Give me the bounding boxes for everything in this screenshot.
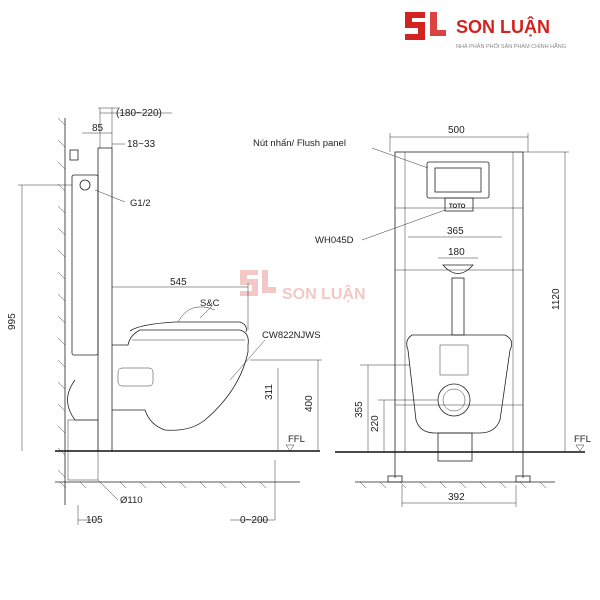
dim-frame-height: 1120 <box>551 288 562 310</box>
dim-total-depth: (180~220) <box>116 108 162 119</box>
label-bowl-model: CW822NJWS <box>262 330 321 341</box>
drain-pipe <box>67 379 98 421</box>
label-panel-model: WH045D <box>315 235 354 246</box>
label-floor-front: FFL <box>574 434 591 445</box>
logo-mark-l <box>430 12 446 36</box>
dim-seat-height: 311 <box>264 384 275 400</box>
dim-bowl-length: 545 <box>170 277 187 288</box>
dim-frame-width: 500 <box>448 125 465 136</box>
front-view: 500 TOTO Nút nhấn/ Flush panel WH045D 36… <box>253 125 591 507</box>
dim-inner-width: 365 <box>447 226 464 237</box>
dim-outlet-height: 355 <box>354 401 365 418</box>
label-pipe: Ø110 <box>120 495 143 506</box>
brand-tagline: NHÀ PHÂN PHỐI SẢN PHẨM CHÍNH HÃNG <box>456 43 566 50</box>
panel-brand: TOTO <box>449 204 466 210</box>
label-water-inlet: G1/2 <box>130 198 151 209</box>
bowl-outlet <box>117 367 154 387</box>
bowl-front <box>406 334 513 434</box>
brand-name: SON LUẬN <box>456 16 550 37</box>
dim-cover-range: 18~33 <box>127 139 156 150</box>
dim-frame-depth: 85 <box>92 123 104 134</box>
flush-panel-buttons <box>434 167 482 193</box>
wall-hung-bowl <box>112 329 249 431</box>
seat-cover <box>129 321 247 333</box>
flush-panel <box>426 161 490 199</box>
flush-pipe <box>451 277 465 336</box>
dim-floor-adjust: 0~200 <box>240 515 269 526</box>
panel-brand-plate <box>444 197 474 212</box>
drain-sleeve <box>67 419 99 481</box>
drain-connector <box>437 432 473 462</box>
side-view: (180~220) 85 18~33 G1/2 995 545 S&C CW82… <box>7 107 322 526</box>
dim-height-total: 995 <box>7 313 18 330</box>
dim-bowl-height: 400 <box>304 395 315 412</box>
dim-foot-width: 392 <box>448 492 465 503</box>
label-flush-panel: Nút nhấn/ Flush panel <box>253 138 346 149</box>
watermark: SON LUẬN <box>240 270 366 303</box>
cistern <box>71 174 99 356</box>
wall-hatch <box>57 117 66 505</box>
watermark-name: SON LUẬN <box>282 284 366 303</box>
label-floor-side: FFL <box>288 434 305 445</box>
label-seat: S&C <box>200 298 220 309</box>
frame-rail <box>97 147 113 452</box>
water-inlet-valve <box>79 179 91 191</box>
dim-bolt-height: 220 <box>370 415 381 432</box>
logo-mark-s <box>405 12 425 40</box>
brand-logo: SON LUẬN NHÀ PHÂN PHỐI SẢN PHẨM CHÍNH HÃ… <box>405 12 566 50</box>
dim-bolt-spacing: 180 <box>448 247 465 258</box>
dim-pipe-offset: 105 <box>86 515 103 526</box>
